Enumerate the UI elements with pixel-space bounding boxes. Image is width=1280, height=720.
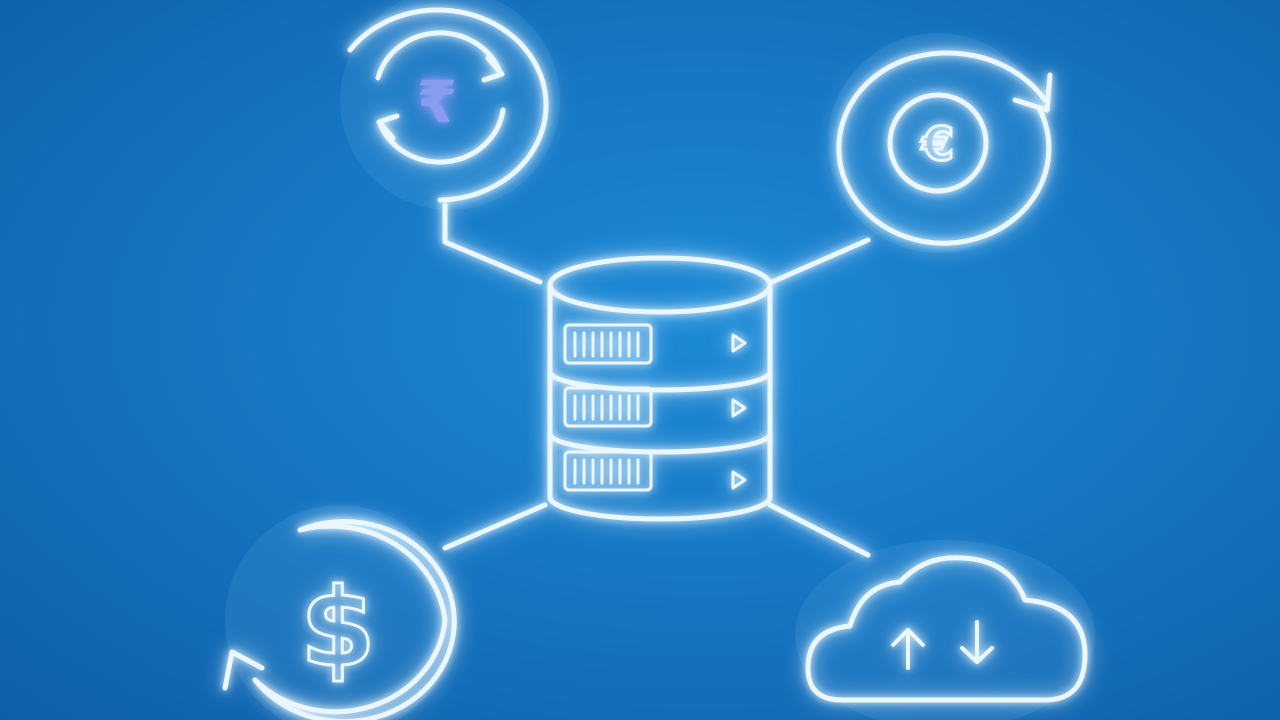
halo-bottom-left [225,505,455,720]
upload-arrow-icon [891,628,925,670]
connector-top-right [769,237,871,285]
refresh-arc [836,50,1052,246]
server-status-3-icon [731,470,747,490]
refresh-arrow-head [1012,72,1053,113]
refresh-arrow-head [222,649,265,691]
currency-exchange-sync-icon: ₹ [347,7,549,203]
connector-top-left [442,202,543,285]
halo-top-right [828,33,1048,253]
sync-arc-bottom [377,107,506,165]
connector-bottom-left [442,502,548,551]
server-status-2-icon [731,398,747,418]
coin-outline [887,92,989,194]
dollar-symbol: $ [300,566,375,691]
server-vents-1 [563,323,653,365]
database-divider-1 [547,369,773,393]
download-arrow-icon [960,620,994,664]
sync-arrow-bottom [376,113,400,141]
euro-coin-refresh-icon: € [836,50,1053,246]
dollar-refresh-icon: $ [222,519,457,720]
database-divider-2 [547,431,773,455]
outer-ring-arc [347,7,549,203]
refresh-circle [252,519,457,720]
server-vents-2 [563,386,653,428]
server-status-1-icon [731,333,747,353]
sync-arc-top [375,30,503,81]
cloud-upload-download-icon [805,555,1088,703]
connector-bottom-right [767,502,871,558]
sync-arrow-top [481,55,505,83]
cloud-outline [805,555,1088,703]
rupee-symbol: ₹ [417,68,457,136]
euro-symbol: € [921,117,954,171]
server-vents-3 [563,450,653,492]
database-top-rim [547,282,773,315]
database-server-icon [547,255,773,522]
database-body [547,255,773,522]
